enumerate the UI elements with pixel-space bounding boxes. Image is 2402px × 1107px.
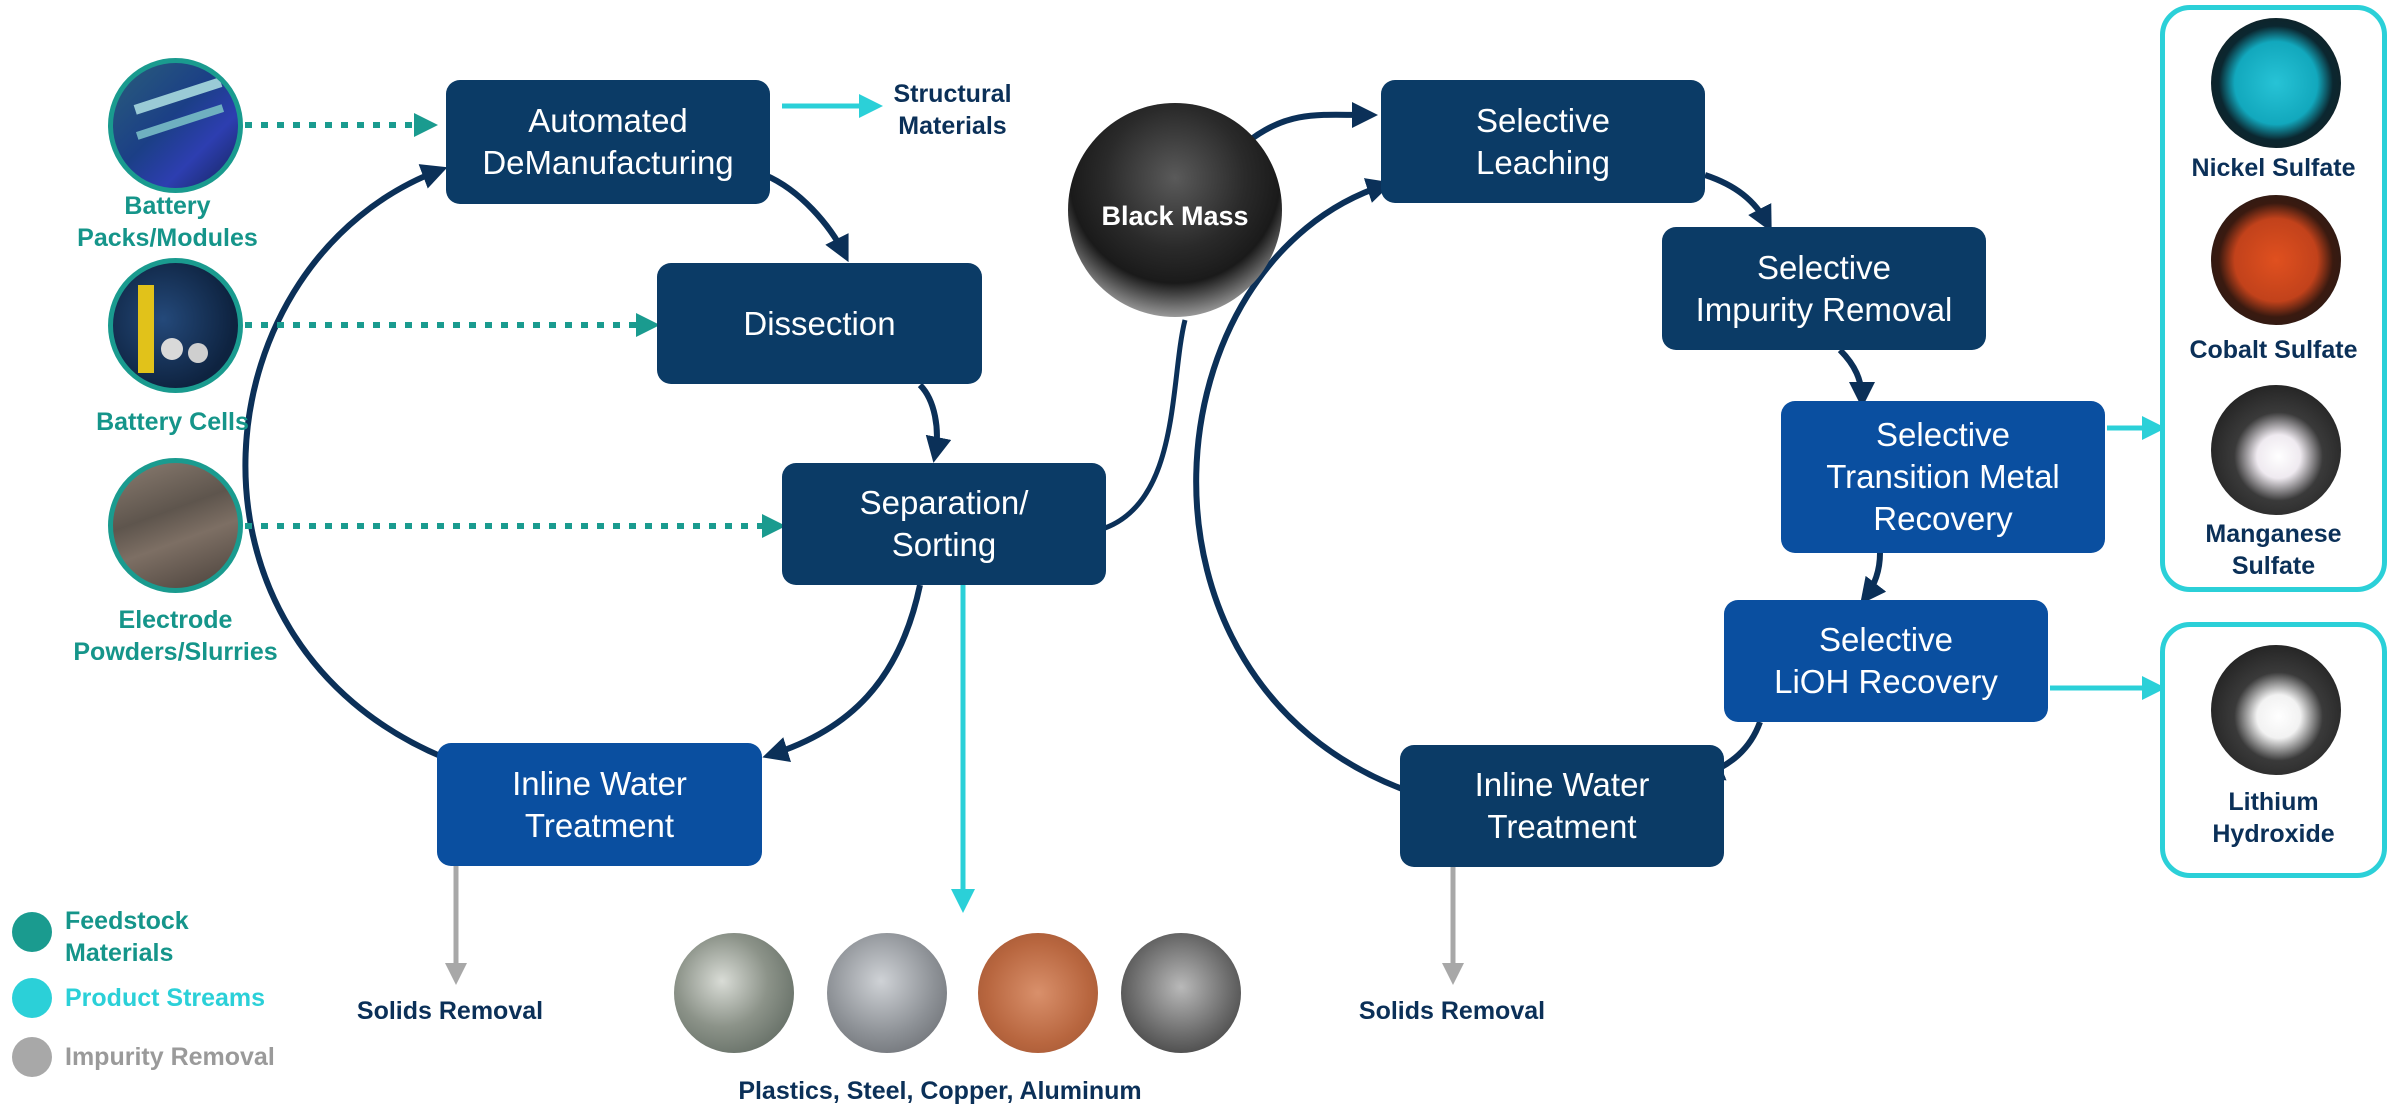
box-inline-water-left[interactable]: Inline Water Treatment	[437, 743, 762, 866]
lithium-hydroxide-image	[2211, 645, 2341, 775]
black-mass-image	[1068, 103, 1282, 317]
manganese-sulfate-image	[2211, 385, 2341, 515]
legend-impurity-dot	[12, 1037, 52, 1077]
lithium-hydroxide-label: Lithium Hydroxide	[2212, 788, 2335, 848]
nickel-sulfate-label: Nickel Sulfate	[2191, 154, 2356, 182]
feedstock-label-packs: Battery Packs/Modules	[77, 192, 258, 252]
scrap-materials-label: Plastics, Steel, Copper, Aluminum	[738, 1077, 1142, 1105]
battery-cells-image	[108, 258, 243, 393]
legend-feedstock-label: Feedstock Materials	[65, 907, 189, 967]
legend-feedstock-dot	[12, 912, 52, 952]
aluminum-image	[1121, 933, 1241, 1053]
copper-image	[978, 933, 1098, 1053]
solids-removal-right: Solids Removal	[1358, 997, 1546, 1025]
battery-packs-image	[108, 58, 243, 193]
structural-materials-label: Structural Materials	[893, 80, 1012, 140]
box-selective-impurity-removal[interactable]: Selective Impurity Removal	[1662, 227, 1986, 350]
right-loop-arrow	[1193, 178, 1407, 793]
electrode-powders-image	[108, 458, 243, 593]
box-separation-sorting[interactable]: Separation/ Sorting	[782, 463, 1106, 585]
nickel-sulfate-image	[2211, 18, 2341, 148]
box-inline-water-right[interactable]: Inline Water Treatment	[1400, 745, 1724, 867]
cobalt-sulfate-label: Cobalt Sulfate	[2189, 336, 2358, 364]
legend-product-label: Product Streams	[65, 984, 266, 1012]
black-mass-label: Black Mass	[1101, 201, 1249, 231]
manganese-sulfate-label: Manganese Sulfate	[2205, 520, 2342, 580]
feedstock-label-cells: Battery Cells	[96, 408, 249, 436]
box-dissection[interactable]: Dissection	[657, 263, 982, 384]
arrow-separation-inline	[762, 584, 923, 763]
left-loop-arrow	[242, 164, 448, 761]
arrow-transition-lioh	[1860, 552, 1887, 605]
feedstock-label-powders: Electrode Powders/Slurries	[73, 606, 278, 666]
arrow-automated-dissection	[763, 172, 849, 263]
legend-impurity-label: Impurity Removal	[65, 1043, 275, 1071]
solids-removal-left: Solids Removal	[356, 997, 544, 1025]
box-lioh-recovery[interactable]: Selective LiOH Recovery	[1724, 600, 2048, 722]
plastics-image	[674, 933, 794, 1053]
arrow-dissection-separation	[917, 382, 952, 463]
box-selective-leaching[interactable]: Selective Leaching	[1381, 80, 1705, 203]
steel-image	[827, 933, 947, 1053]
box-transition-metal-recovery[interactable]: Selective Transition Metal Recovery	[1781, 401, 2105, 553]
arrow-separation-blackmass	[1104, 319, 1188, 531]
arrow-blackmass-leaching	[1248, 101, 1378, 143]
arrow-leaching-impurity	[1704, 172, 1772, 233]
arrow-impurity-transition	[1837, 347, 1875, 408]
box-automated-demanufacturing[interactable]: Automated DeManufacturing	[446, 80, 770, 204]
cobalt-sulfate-image	[2211, 195, 2341, 325]
legend-product-dot	[12, 978, 52, 1018]
